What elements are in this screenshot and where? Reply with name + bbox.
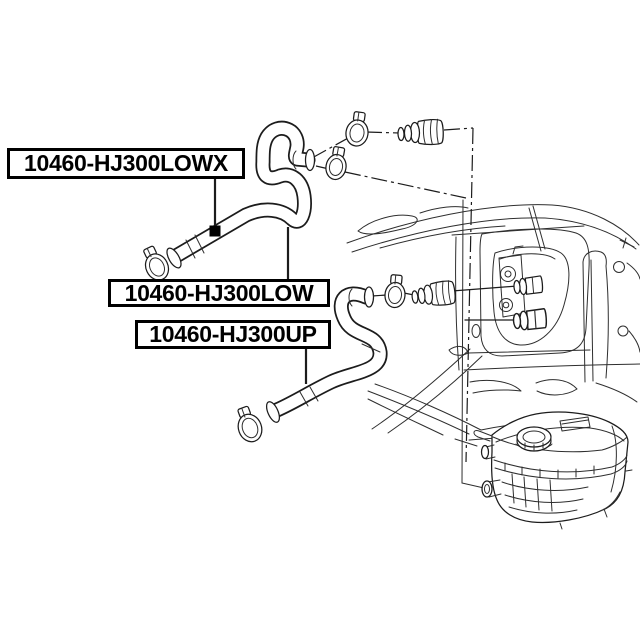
radiator-hose-lower-assembly <box>166 120 316 269</box>
hose-upper-assembly <box>265 286 388 423</box>
tank-lower-port <box>481 479 502 498</box>
hose-clamp-3 <box>345 111 369 147</box>
hose-up-port-opening <box>363 286 375 308</box>
part-label-low: 10460-HJ300LOW <box>108 279 330 307</box>
part-number-up: 10460-HJ300UP <box>149 321 317 347</box>
part-label-up: 10460-HJ300UP <box>135 320 331 349</box>
hose-clamp-1 <box>143 245 170 281</box>
part-number-lowx: 10460-HJ300LOWX <box>24 150 228 176</box>
part-number-low: 10460-HJ300LOW <box>124 279 314 306</box>
engine-port-1 <box>513 275 544 296</box>
engine-port-2 <box>512 308 548 331</box>
pipe-fitting-2 <box>411 280 456 306</box>
pipe-fitting-1 <box>397 118 444 146</box>
label-leaders <box>209 179 308 384</box>
hose-low-end-opening <box>166 247 182 269</box>
expansion-tank <box>461 411 633 530</box>
hose-clamp-2 <box>325 146 347 181</box>
tank-cap <box>515 426 553 452</box>
lowx-marker-square <box>209 225 221 237</box>
tank-upper-port <box>480 444 496 460</box>
hose-low-port-opening <box>304 148 316 172</box>
hose-clamp-4 <box>237 405 263 443</box>
engine-bay-sketch <box>346 204 640 447</box>
phantom-boundary-line <box>461 127 474 484</box>
hose-up-outline <box>269 286 388 418</box>
hose-clamp-5 <box>384 274 406 309</box>
hose-up-end-opening <box>265 401 281 423</box>
part-label-lowx: 10460-HJ300LOWX <box>7 148 245 179</box>
